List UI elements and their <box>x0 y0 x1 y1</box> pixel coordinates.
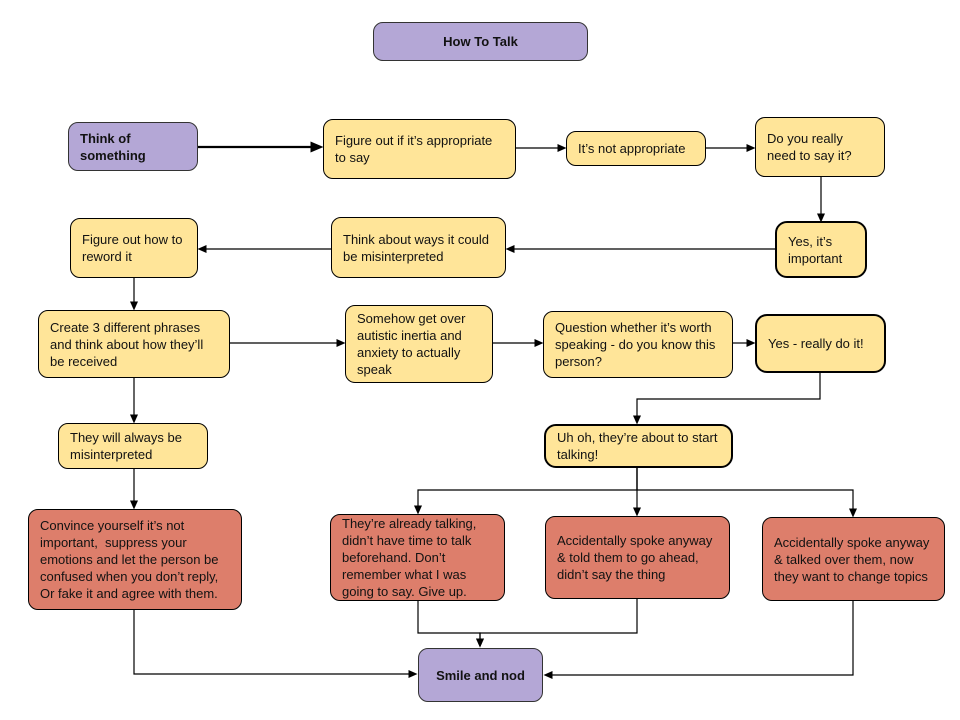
node-label-talked-over: Accidentally spoke anyway & talked over … <box>774 534 933 584</box>
node-label-smile: Smile and nod <box>436 667 525 683</box>
edge-already-talking-to-smile <box>417 601 484 648</box>
node-create-phrases: Create 3 different phrases and think abo… <box>38 310 230 378</box>
node-talked-over: Accidentally spoke anyway & talked over … <box>762 517 945 601</box>
edge-talked-over-to-smile <box>543 601 854 679</box>
node-label-think: Think of something <box>80 130 146 163</box>
node-uh-oh: Uh oh, they’re about to start talking! <box>544 424 733 468</box>
edge-go-ahead-to-smile <box>476 599 638 648</box>
node-not-appropriate: It’s not appropriate <box>566 131 706 166</box>
node-label-reword: Figure out how to reword it <box>82 232 187 264</box>
node-label-title: How To Talk <box>443 34 518 49</box>
node-think: Think of something <box>68 122 198 171</box>
node-worth: Question whether it’s worth speaking - d… <box>543 311 733 378</box>
node-misinterpreted-ways: Think about ways it could be misinterpre… <box>331 217 506 278</box>
node-label-convince: Convince yourself it’s not important, su… <box>40 518 223 601</box>
node-label-appropriate: Figure out if it’s appropriate to say <box>335 133 496 165</box>
node-convince: Convince yourself it’s not important, su… <box>28 509 242 610</box>
edge-yes-do-it-to-uh-oh <box>633 373 821 425</box>
node-label-uh-oh: Uh oh, they’re about to start talking! <box>557 430 722 462</box>
node-go-ahead: Accidentally spoke anyway & told them to… <box>545 516 730 599</box>
node-label-create-phrases: Create 3 different phrases and think abo… <box>50 319 207 369</box>
node-reword: Figure out how to reword it <box>70 218 198 278</box>
node-yes-important: Yes, it’s important <box>775 221 867 278</box>
node-label-yes-important: Yes, it’s important <box>788 233 843 266</box>
edge-uh-oh-to-talked-over <box>636 468 857 518</box>
node-label-go-ahead: Accidentally spoke anyway & told them to… <box>557 533 716 582</box>
node-smile: Smile and nod <box>418 648 543 702</box>
node-yes-do-it: Yes - really do it! <box>755 314 886 373</box>
edge-convince-to-smile <box>133 610 418 678</box>
node-label-misinterpreted-ways: Think about ways it could be misinterpre… <box>343 231 493 264</box>
node-appropriate: Figure out if it’s appropriate to say <box>323 119 516 179</box>
node-title: How To Talk <box>373 22 588 61</box>
node-label-worth: Question whether it’s worth speaking - d… <box>555 320 720 369</box>
node-need-say: Do you really need to say it? <box>755 117 885 177</box>
node-label-not-appropriate: It’s not appropriate <box>578 141 686 156</box>
node-label-already-talking: They’re already talking, didn’t have tim… <box>342 516 481 599</box>
node-label-yes-do-it: Yes - really do it! <box>768 336 864 351</box>
edge-uh-oh-to-already-talking <box>414 468 638 515</box>
node-always-misinterpreted: They will always be misinterpreted <box>58 423 208 469</box>
node-label-always-misinterpreted: They will always be misinterpreted <box>70 430 186 462</box>
node-label-inertia: Somehow get over autistic inertia and an… <box>357 311 470 377</box>
node-label-need-say: Do you really need to say it? <box>767 131 852 163</box>
node-inertia: Somehow get over autistic inertia and an… <box>345 305 493 383</box>
node-already-talking: They’re already talking, didn’t have tim… <box>330 514 505 601</box>
